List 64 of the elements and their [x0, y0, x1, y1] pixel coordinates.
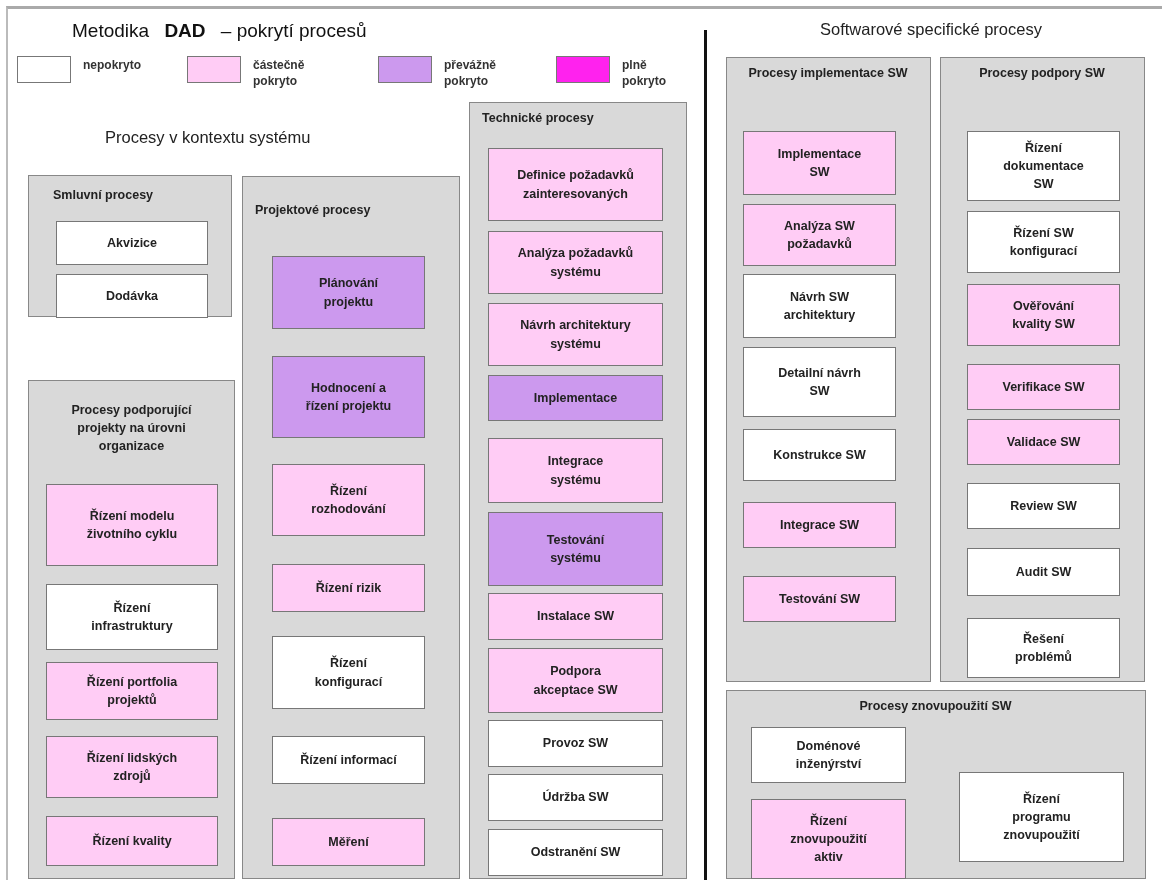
- process-box: Integrace systému: [488, 438, 663, 503]
- process-box: Řízení dokumentace SW: [967, 131, 1120, 201]
- process-box: Dodávka: [56, 274, 208, 318]
- group-heading: Procesy znovupoužití SW: [858, 698, 1013, 715]
- process-box: Instalace SW: [488, 593, 663, 640]
- group-heading: Smluvní procesy: [53, 187, 155, 204]
- process-box: Údržba SW: [488, 774, 663, 821]
- process-box: Testování systému: [488, 512, 663, 586]
- legend-text: nepokryto: [83, 58, 142, 74]
- process-box: Řízení programu znovupoužití: [959, 772, 1124, 862]
- process-box: Doménové inženýrství: [751, 727, 906, 783]
- process-group-panel: [28, 175, 232, 317]
- process-box: Řízení modelu životního cyklu: [46, 484, 218, 566]
- group-heading: Projektové procesy: [255, 202, 372, 219]
- process-box: Řízení kvality: [46, 816, 218, 866]
- process-box: Měření: [272, 818, 425, 866]
- process-box: Review SW: [967, 483, 1120, 529]
- section-heading: Procesy v kontextu systému: [105, 128, 311, 147]
- process-box: Provoz SW: [488, 720, 663, 767]
- process-box: Analýza SW požadavků: [743, 204, 896, 266]
- process-box: Validace SW: [967, 419, 1120, 465]
- process-box: Řízení infrastruktury: [46, 584, 218, 650]
- process-box: Integrace SW: [743, 502, 896, 548]
- process-box: Implementace SW: [743, 131, 896, 195]
- process-box: Řízení SW konfigurací: [967, 211, 1120, 273]
- process-box: Návrh SW architektury: [743, 274, 896, 338]
- process-box: Analýza požadavků systému: [488, 231, 663, 294]
- process-box: Definice požadavků zainteresovaných: [488, 148, 663, 221]
- section-heading: Softwarové specifické procesy: [820, 20, 1042, 39]
- group-heading: Technické procesy: [482, 110, 595, 127]
- process-box: Konstrukce SW: [743, 429, 896, 481]
- process-box: Hodnocení a řízení projektu: [272, 356, 425, 438]
- process-box: Řízení informací: [272, 736, 425, 784]
- process-box: Řízení konfigurací: [272, 636, 425, 709]
- group-heading: Procesy podporující projekty na úrovni organizace: [70, 402, 193, 456]
- process-box: Řízení lidských zdrojů: [46, 736, 218, 798]
- process-box: Návrh architektury systému: [488, 303, 663, 366]
- process-group-panel: [940, 57, 1145, 682]
- process-box: Plánování projektu: [272, 256, 425, 329]
- process-group-panel: [726, 57, 931, 682]
- process-box: Řízení znovupoužití aktiv: [751, 799, 906, 879]
- process-box: Ověřování kvality SW: [967, 284, 1120, 346]
- process-group-panel: [469, 102, 687, 879]
- diagram-title: Metodika DAD – pokrytí procesů: [72, 20, 367, 42]
- process-box: Řešení problémů: [967, 618, 1120, 678]
- group-heading: Procesy implementace SW: [747, 65, 909, 82]
- process-box: Řízení rozhodování: [272, 464, 425, 536]
- process-group-panel: [726, 690, 1146, 879]
- process-box: Odstranění SW: [488, 829, 663, 876]
- process-box: Podpora akceptace SW: [488, 648, 663, 713]
- process-group-panel: [28, 380, 235, 879]
- process-box: Řízení rizik: [272, 564, 425, 612]
- legend-text: plně pokryto: [622, 58, 667, 90]
- process-box: Testování SW: [743, 576, 896, 622]
- process-box: Detailní návrh SW: [743, 347, 896, 417]
- legend-text: převážně pokryto: [444, 58, 498, 90]
- group-heading: Procesy podpory SW: [978, 65, 1106, 82]
- process-box: Akvizice: [56, 221, 208, 265]
- process-box: Verifikace SW: [967, 364, 1120, 410]
- process-box: Řízení portfolia projektů: [46, 662, 218, 720]
- process-box: Audit SW: [967, 548, 1120, 596]
- process-group-panel: [242, 176, 460, 879]
- legend-text: částečně pokryto: [253, 58, 306, 90]
- process-box: Implementace: [488, 375, 663, 421]
